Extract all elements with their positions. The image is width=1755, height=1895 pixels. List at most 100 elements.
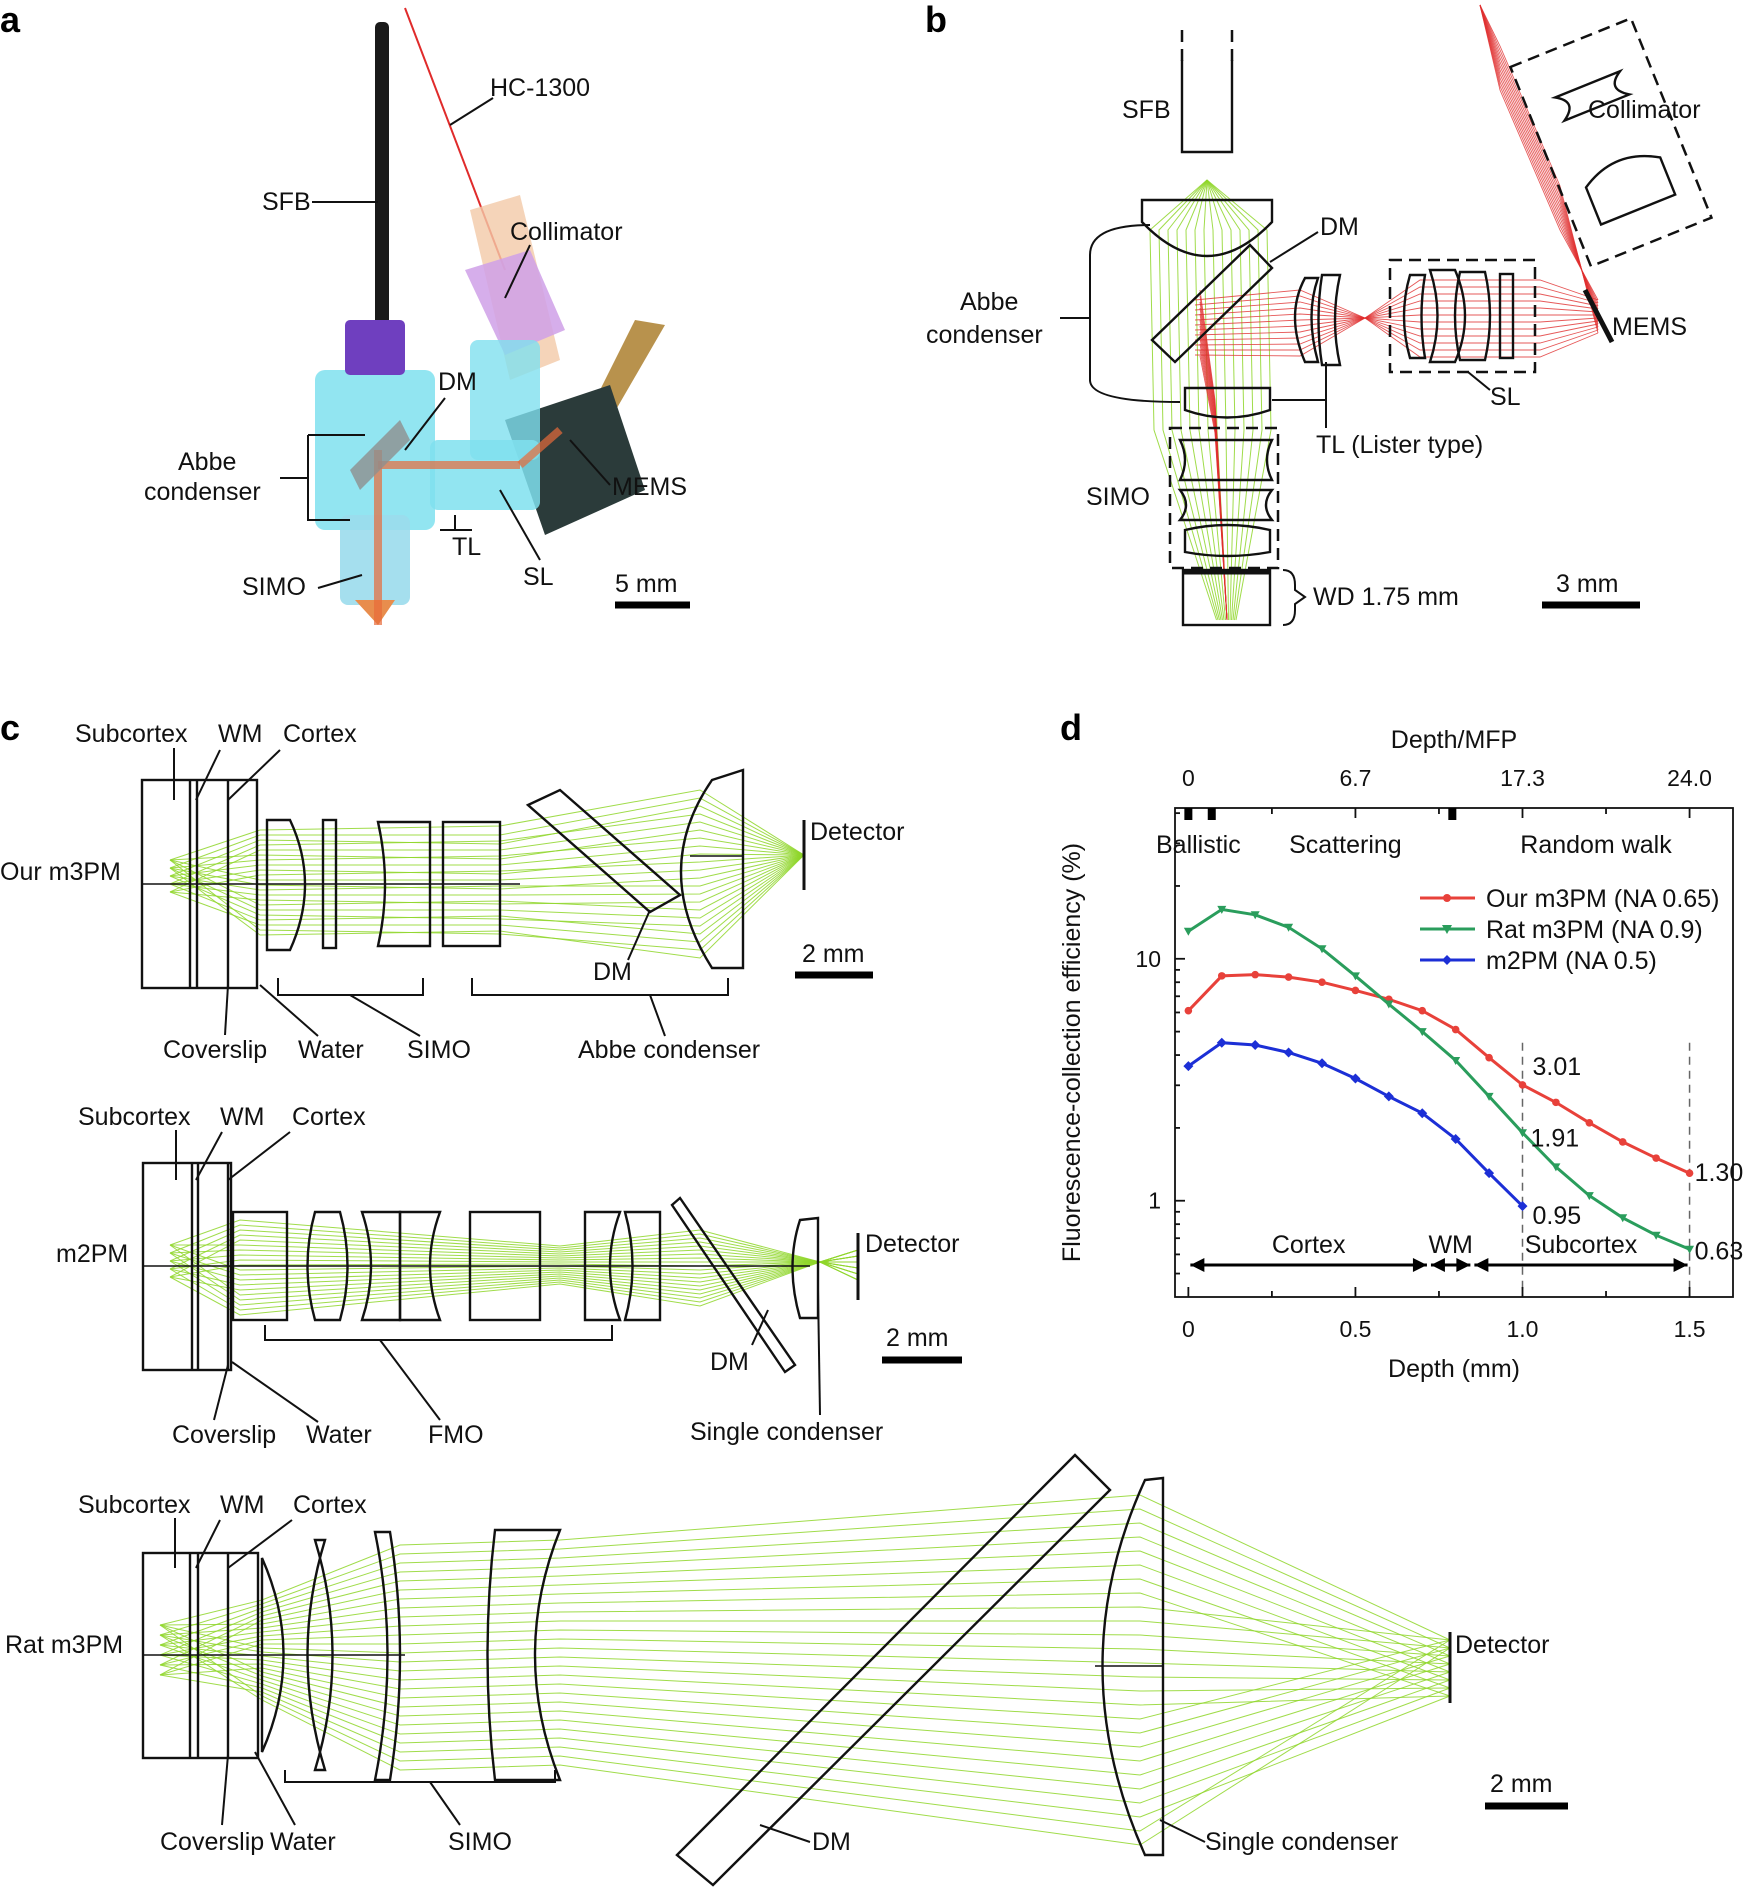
scale-label-b: 3 mm: [1556, 570, 1619, 598]
data-point: [1417, 1028, 1427, 1037]
label-wm-rat: WM: [220, 1491, 264, 1519]
label-tl-b: TL (Lister type): [1316, 431, 1483, 459]
label-sl-a: SL: [523, 563, 554, 591]
abbe-our-lens: [679, 768, 745, 970]
label-system-our: Our m3PM: [0, 858, 121, 886]
label-sfb-a: SFB: [262, 188, 311, 216]
x-tick-label: 0: [1182, 1316, 1195, 1342]
data-point: [1652, 1154, 1660, 1162]
simo-our-lens-3: [376, 820, 432, 948]
data-point: [1517, 1129, 1527, 1138]
leader-hc: [449, 97, 494, 126]
legend-label: Our m3PM (NA 0.65): [1486, 885, 1719, 913]
tl-lens-2: [1317, 273, 1342, 367]
regime-label: Random walk: [1520, 831, 1672, 859]
panel-c: c Subcortex WM Cortex Our m3PM Detector …: [0, 707, 1568, 1887]
data-point: [1484, 1168, 1495, 1179]
label-sl-b: SL: [1490, 383, 1521, 411]
data-point: [1451, 1056, 1461, 1065]
label-dm-m2: DM: [710, 1348, 749, 1376]
sl-lens-3: [1453, 270, 1492, 362]
bracket-wd: [1282, 569, 1307, 626]
sl-box: [1388, 258, 1537, 374]
x-tick-label: 1.5: [1674, 1316, 1706, 1342]
label-coverslip-our: Coverslip: [163, 1036, 267, 1064]
label-subcortex-m2: Subcortex: [78, 1103, 191, 1131]
arrow-head: [1673, 1258, 1688, 1272]
value-annotation: 0.95: [1532, 1202, 1581, 1230]
simo-lens-3: [1183, 523, 1272, 558]
leader-dm-b: [1269, 231, 1319, 263]
rays-m2: [169, 1219, 859, 1316]
label-coverslip-m2: Coverslip: [172, 1421, 276, 1449]
label-collimator-b: Collimator: [1588, 96, 1701, 124]
label-dm-a: DM: [438, 368, 477, 396]
legend-label: m2PM (NA 0.5): [1486, 947, 1657, 975]
simo-rat-lens-2: [306, 1538, 334, 1772]
label-system-rat: Rat m3PM: [5, 1631, 123, 1659]
data-point: [1351, 986, 1360, 995]
leader-wm-m2: [195, 1131, 223, 1181]
data-point: [1552, 1098, 1560, 1107]
simo-lens-1: [1178, 438, 1274, 482]
data-point: [1317, 945, 1327, 954]
dm-m2: [670, 1196, 797, 1374]
bracket-simo-rat: [284, 1770, 556, 1826]
regime-label: Scattering: [1289, 831, 1402, 859]
label-fmo: FMO: [428, 1421, 484, 1449]
bracket-simo-our: [277, 978, 424, 1037]
fmo-lens-1: [231, 1210, 289, 1322]
label-single-condenser-m2: Single condenser: [690, 1418, 883, 1446]
y-axis-ticks: 110: [1135, 812, 1185, 1275]
sl-lens-1: [1402, 273, 1427, 360]
simo-rat-lens-3: [373, 1530, 402, 1782]
scale-label-m2: 2 mm: [886, 1324, 949, 1352]
tl-lens-1: [1293, 276, 1320, 364]
mems-mirror-b: [1582, 288, 1615, 344]
x-axis-label: Depth (mm): [1388, 1355, 1520, 1383]
series-line: [1187, 907, 1691, 1251]
label-water-our: Water: [298, 1036, 364, 1064]
leader-dm-rat: [759, 1824, 811, 1843]
region-label: Cortex: [1272, 1231, 1346, 1259]
label-detector-rat: Detector: [1455, 1631, 1549, 1659]
simo-our-lens-1: [265, 818, 307, 952]
label-dm-our: DM: [593, 958, 632, 986]
data-point: [1417, 1108, 1428, 1119]
data-point: [1183, 1061, 1194, 1072]
data-point: [1685, 1169, 1694, 1177]
panel-b: b SFB Collimator DM Abbe condenser MEMS …: [925, 0, 1714, 627]
leader-dm-a: [404, 397, 446, 451]
arrow-head: [1190, 1258, 1205, 1272]
leader-wm-our: [195, 749, 221, 801]
label-system-m2: m2PM: [56, 1240, 128, 1268]
leader-tl-a: [440, 515, 472, 531]
legend-marker: [1442, 955, 1452, 965]
regime-marker: [1448, 808, 1457, 820]
sfb-tube: [1180, 30, 1234, 154]
data-point: [1383, 1091, 1394, 1102]
data-point: [1450, 1133, 1461, 1144]
data-point: [1517, 1201, 1528, 1212]
legend-marker: [1443, 894, 1451, 902]
series-line: [1187, 1041, 1524, 1208]
annotations-group: 3.011.301.910.630.95: [1530, 1053, 1743, 1265]
single-condenser-rat: [1101, 1476, 1165, 1857]
value-annotation: 0.63: [1695, 1237, 1744, 1265]
label-wm-m2: WM: [220, 1103, 264, 1131]
y-axis-label: Fluorescence-collection efficiency (%): [1058, 843, 1086, 1262]
leader-dm-m2: [751, 1309, 769, 1346]
series-line: [1187, 973, 1691, 1175]
label-coverslip-rat: Coverslip: [160, 1828, 264, 1856]
leader-single-m2: [817, 1289, 821, 1416]
leader-cortex-our: [227, 749, 281, 801]
data-point: [1283, 1047, 1294, 1058]
x-tick-label: 1.0: [1507, 1316, 1539, 1342]
panel-c-letter: c: [0, 707, 20, 748]
leader-water-our: [259, 984, 319, 1037]
